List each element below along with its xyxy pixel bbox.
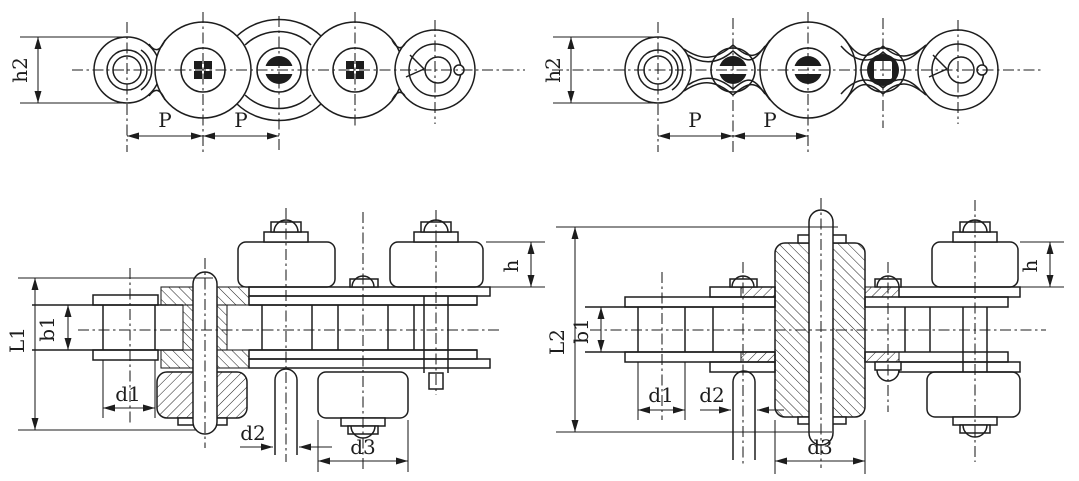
rollers-and-pin [177, 241, 484, 435]
dim-label-d1: d1 [115, 382, 141, 406]
dimension-d2: d2 [240, 421, 332, 451]
center-lines [72, 12, 525, 152]
center-lines [78, 208, 500, 470]
dim-label-L2: L2 [545, 329, 569, 355]
dimension-d2: d2 [699, 383, 784, 414]
dim-label-d2: d2 [240, 421, 266, 445]
dim-label-d3: d3 [807, 435, 833, 459]
dimension-d3: d3 [774, 420, 866, 474]
dim-label-h2: h2 [541, 57, 565, 83]
dim-label-b1: b1 [35, 316, 59, 342]
dimension-b1: b1 [569, 307, 605, 352]
dimension-L2: L2 [545, 226, 838, 433]
dimension-pitch: P P [658, 108, 808, 140]
view-section-L2: L2 b1 d1 d2 d3 h [545, 198, 1064, 474]
dimension-h2: h2 [8, 36, 127, 104]
dimension-pitch: P P [127, 108, 279, 140]
dim-label-d3: d3 [350, 435, 376, 459]
view-section-L1: L1 b1 d1 d2 d3 h [5, 208, 545, 472]
dim-label-p2: P [763, 108, 776, 132]
dimension-h2: h2 [541, 36, 658, 104]
view-side-small-rollers: h2 P P [541, 12, 1042, 152]
main-pin [192, 271, 218, 435]
dim-label-p1: P [688, 108, 701, 132]
dim-label-p1: P [158, 108, 171, 132]
dim-label-h: h [499, 259, 523, 272]
dim-label-b1: b1 [569, 318, 593, 344]
dimension-h: h [486, 241, 545, 288]
bottom-roller [926, 371, 1021, 418]
center-lines [552, 12, 1042, 152]
dim-label-p2: P [234, 108, 247, 132]
dimension-b1: b1 [35, 305, 72, 350]
dim-label-d2: d2 [699, 383, 725, 407]
dim-label-d1: d1 [648, 383, 674, 407]
dim-label-L1: L1 [5, 327, 29, 353]
dim-label-h: h [1018, 259, 1042, 272]
dimension-h: h [1018, 241, 1064, 288]
view-side-large-rollers: h2 P P [8, 12, 525, 152]
dimension-d3: d3 [317, 420, 409, 472]
dimension-d1: d1 [102, 360, 156, 418]
dimension-L1: L1 [5, 277, 213, 431]
dimension-d1: d1 [637, 362, 686, 420]
dim-label-h2: h2 [8, 57, 32, 83]
